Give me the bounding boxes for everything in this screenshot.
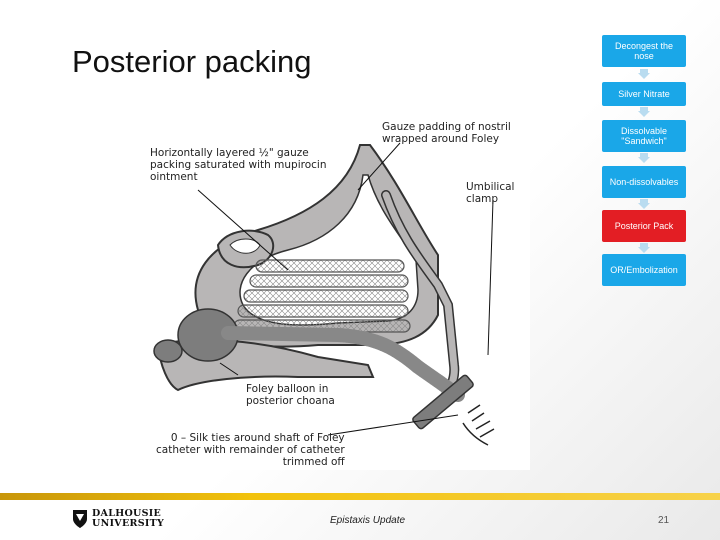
flow-step-non-dissolvables: Non-dissolvables (602, 166, 686, 198)
logo-line-2: UNIVERSITY (92, 519, 164, 529)
flow-step-posterior-pack: Posterior Pack (602, 210, 686, 242)
label-gauze-nostril: Gauze padding of nostril wrapped around … (382, 121, 511, 145)
label-umbilical-clamp: Umbilical clamp (466, 181, 514, 205)
footer-text: Epistaxis Update (330, 515, 405, 526)
flow-arrow-4 (638, 199, 650, 209)
footer-accent-bar (0, 493, 720, 500)
flow-arrow-5 (638, 243, 650, 253)
posterior-packing-illustration: Gauze padding of nostril wrapped around … (138, 95, 530, 470)
shield-icon (72, 509, 88, 529)
flow-arrow-1 (638, 69, 650, 79)
dalhousie-logo: DALHOUSIE UNIVERSITY (72, 507, 164, 531)
silk-ties (463, 405, 494, 445)
flow-arrow-3 (638, 153, 650, 163)
layered-gauze-packing (234, 260, 410, 332)
flow-step-silver-nitrate: Silver Nitrate (602, 82, 686, 106)
page-number: 21 (658, 515, 669, 526)
slide-title: Posterior packing (72, 44, 312, 80)
label-foley-balloon: Foley balloon in posterior choana (246, 383, 335, 407)
label-horizontal-gauze: Horizontally layered ½" gauze packing sa… (150, 147, 326, 183)
flow-step-or-embolization: OR/Embolization (602, 254, 686, 286)
label-silk-ties: 0 – Silk ties around shaft of Foley cath… (156, 432, 345, 468)
flow-step-decongest: Decongest the nose (602, 35, 686, 67)
flow-step-dissolvable-sandwich: Dissolvable "Sandwich" (602, 120, 686, 152)
flow-arrow-2 (638, 107, 650, 117)
